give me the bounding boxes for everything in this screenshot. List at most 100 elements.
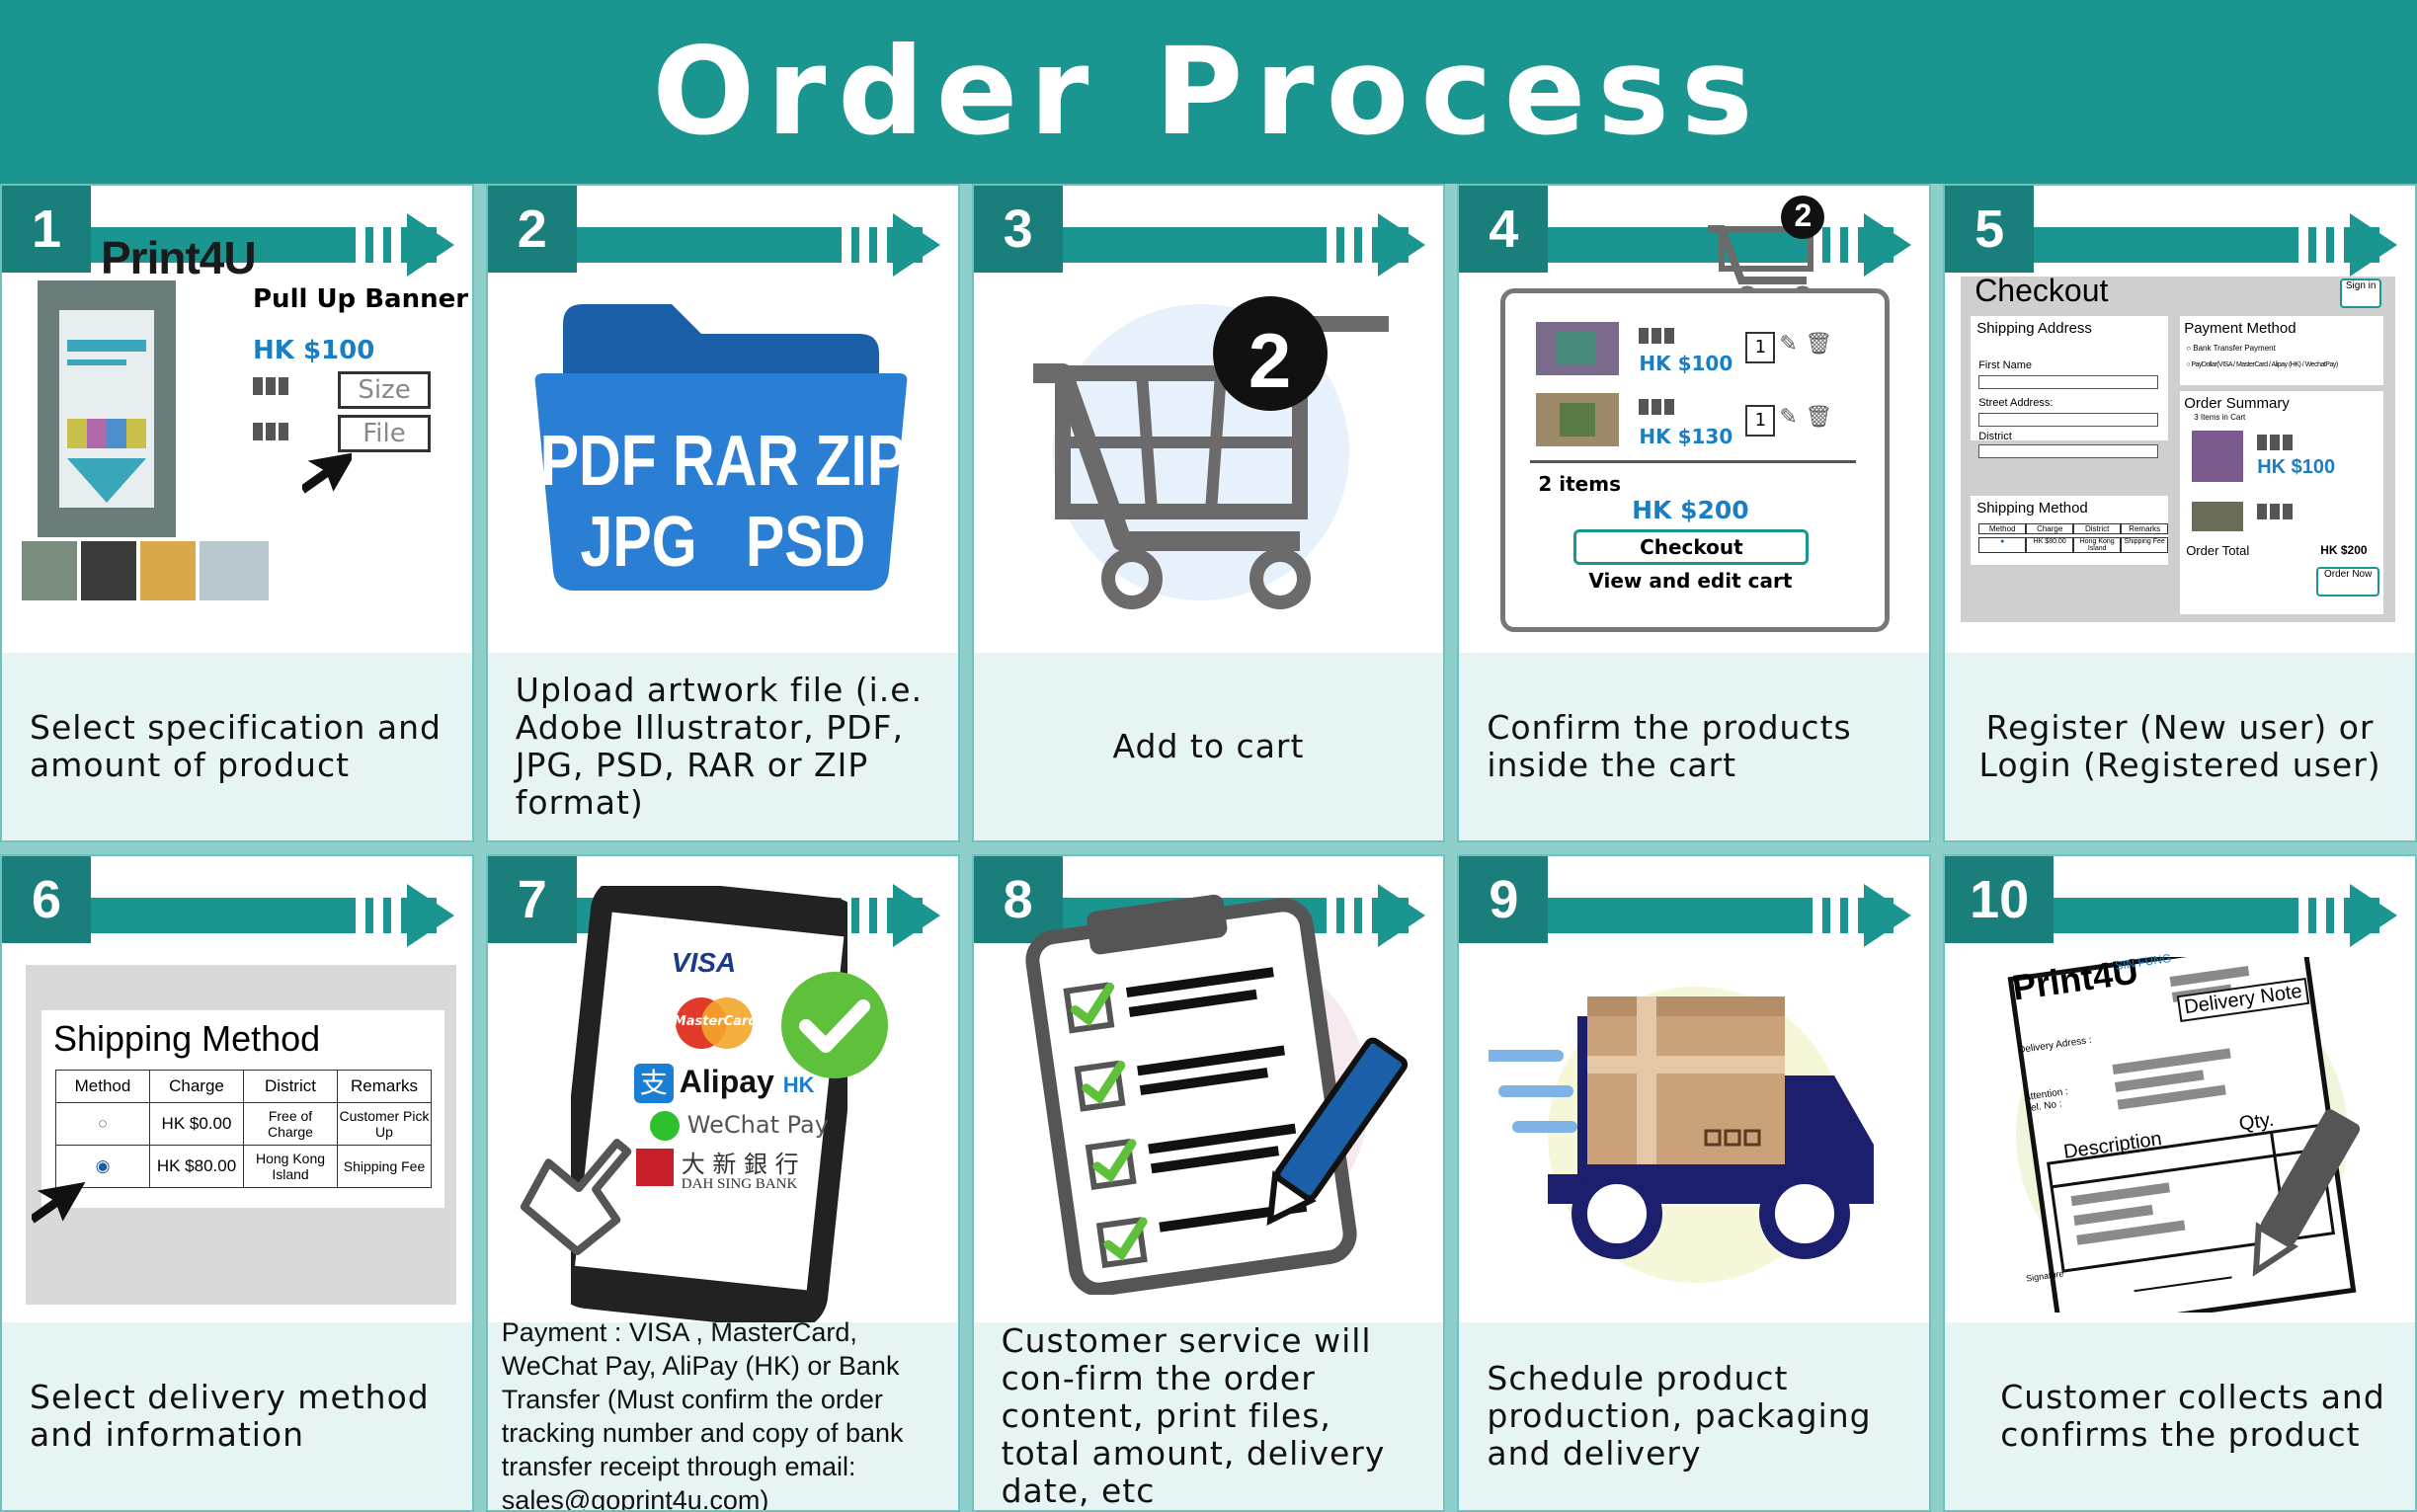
step-bar-stripes <box>1813 897 1859 933</box>
step-number: 3 <box>973 186 1063 273</box>
cell-remarks: Customer Pick Up <box>337 1101 432 1146</box>
thumbnail-strip <box>22 541 269 600</box>
trash-icon[interactable]: 🗑 <box>1805 332 1833 357</box>
order-total-value: HK $200 <box>2320 543 2368 557</box>
paydollar-label: PayDollar(VISA / MasterCard / Alipay (HK… <box>2191 361 2338 368</box>
qty-box[interactable]: 1 <box>1745 332 1776 363</box>
arrow-right-icon <box>892 883 940 947</box>
step-bar-stripes <box>355 227 401 263</box>
product-name: Pull Up Banner <box>253 284 469 314</box>
checkout-page: Checkout Sign in Shipping Address First … <box>1945 273 2415 653</box>
step-caption: Confirm the products inside the cart <box>1459 652 1930 840</box>
step-8: 8 <box>971 853 1446 1512</box>
arrow-right-icon <box>2349 883 2397 947</box>
table-row[interactable]: ◉ HK $80.00 Hong Kong Island Shipping Fe… <box>55 1144 432 1188</box>
alipay-label: Alipay <box>679 1063 774 1099</box>
product-price: HK $100 <box>253 336 375 365</box>
district-field[interactable] <box>1978 444 2159 458</box>
checkout-button[interactable]: Checkout <box>1573 529 1810 565</box>
cell-charge: HK $80.00 <box>149 1144 244 1188</box>
radio-button-selected[interactable]: ◉ <box>55 1144 150 1188</box>
step-illustration: Print4U SIN FUNG Delivery Note Delivery … <box>1945 947 2415 1323</box>
step-caption: Add to cart <box>973 652 1444 840</box>
shipping-method-box <box>1971 496 2169 565</box>
street-address-label: Street Address: <box>1978 397 2054 409</box>
arrow-right-icon <box>406 883 454 947</box>
step-caption: Register (New user) or Login (Registered… <box>1945 652 2415 840</box>
step-5: 5 Checkout Sign in Shipping Address Firs… <box>1943 184 2417 842</box>
logo: Print4U <box>101 232 257 283</box>
arrow-right-icon <box>1864 213 1912 277</box>
arrow-right-icon <box>1378 213 1426 277</box>
cell-charge: HK $0.00 <box>149 1101 244 1146</box>
first-name-label: First Name <box>1978 359 2032 371</box>
alipay-icon: 支 <box>633 1063 674 1103</box>
file-button[interactable]: File <box>338 415 431 452</box>
view-edit-cart-link[interactable]: View and edit cart <box>1588 569 1793 593</box>
cursor-arrow-icon <box>302 451 352 494</box>
shipping-table-row: ● HK $80.00 Hong Kong Island Shipping Fe… <box>1978 537 2169 553</box>
order-summary-label: Order Summary <box>2184 395 2290 412</box>
cart-item-price: HK $130 <box>1639 425 1733 448</box>
document-icon <box>2007 956 2361 1313</box>
step-caption: Select specification and amount of produ… <box>2 652 472 840</box>
step-number: 4 <box>1459 186 1549 273</box>
mastercard-label: MasterCard <box>673 1013 758 1029</box>
paydollar-option[interactable]: ○ PayDollar(VISA / MasterCard / Alipay (… <box>2186 361 2338 368</box>
size-button[interactable]: Size <box>338 371 431 409</box>
step-10: 10 <box>1943 853 2417 1512</box>
step-caption: Select delivery method and information <box>2 1322 472 1510</box>
payment-method-box <box>2180 316 2384 385</box>
check-icon <box>780 971 888 1078</box>
radio-button[interactable]: ● <box>1978 537 2027 553</box>
shipping-table: Method Charge District Remarks ○ HK $0.0… <box>55 1069 432 1188</box>
order-now-button[interactable]: Order Now <box>2316 567 2380 597</box>
street-address-field[interactable] <box>1978 413 2159 427</box>
col-remarks: Remarks <box>2121 523 2169 534</box>
placeholder-bars-icon <box>2257 435 2294 519</box>
step-illustration: Shipping Method Method Charge District R… <box>2 947 472 1323</box>
arrow-right-icon <box>2349 213 2397 277</box>
shopping-cart-icon <box>1032 296 1389 609</box>
payment-method-label: Payment Method <box>2184 320 2296 337</box>
qty-box[interactable]: 1 <box>1745 405 1776 437</box>
step-caption: Payment : VISA , MasterCard, WeChat Pay,… <box>487 1317 958 1510</box>
hand-pointer-icon <box>520 1138 632 1255</box>
sign-in-button[interactable]: Sign in <box>2340 279 2382 308</box>
folder-icon <box>534 304 908 591</box>
bank-transfer-option[interactable]: ○ Bank Transfer Payment <box>2186 344 2276 353</box>
cell-remarks: Shipping Fee <box>2121 537 2169 553</box>
table-header: Method Charge District Remarks <box>55 1069 432 1103</box>
first-name-field[interactable] <box>1978 375 2159 389</box>
trash-icon[interactable]: 🗑 <box>1805 405 1833 430</box>
phone-icon <box>570 885 847 1330</box>
arrow-right-icon <box>1864 883 1912 947</box>
cart-count-badge: 2 <box>1248 317 1292 404</box>
mastercard-logo-icon <box>675 996 753 1049</box>
wechat-pay-label: WeChat Pay <box>686 1110 829 1139</box>
col-charge: Charge <box>2026 523 2074 534</box>
col-method: Method <box>1978 523 2027 534</box>
step-illustration: PDF RAR ZIP JPG PSD <box>488 277 958 653</box>
step-2: 2 PDF RAR ZIP JPG PSD Upload artwork fil… <box>485 184 960 842</box>
col-district: District <box>243 1069 338 1103</box>
banner-preview-icon <box>38 280 176 537</box>
pencil-icon[interactable]: ✎ <box>1779 332 1798 357</box>
step-bar-stripes <box>355 897 401 933</box>
pencil-icon[interactable]: ✎ <box>1779 405 1798 430</box>
radio-button[interactable]: ○ <box>55 1101 150 1146</box>
cell-district: Hong Kong Island <box>243 1144 338 1188</box>
step-9: 9 Schedule product productio <box>1457 853 1932 1512</box>
panel-title: Shipping Method <box>53 1017 321 1059</box>
col-charge: Charge <box>149 1069 244 1103</box>
step-4: 4 2 HK $100 HK $130 1 1 ✎ 🗑 ✎ 🗑 <box>1457 184 1932 842</box>
step-number: 10 <box>1945 855 2054 943</box>
bank-transfer-label: Bank Transfer Payment <box>2193 344 2276 353</box>
step-caption: Schedule product production, packaging a… <box>1459 1322 1930 1510</box>
step-bar-stripes <box>1327 897 1373 933</box>
bank-name-chinese: 大 新 銀 行 <box>681 1150 799 1178</box>
cart-item-thumbnail <box>1536 322 1620 375</box>
clipboard-icon <box>1025 894 1408 1295</box>
table-row[interactable]: ○ HK $0.00 Free of Charge Customer Pick … <box>55 1101 432 1146</box>
shipping-address-label: Shipping Address <box>1976 320 2092 337</box>
